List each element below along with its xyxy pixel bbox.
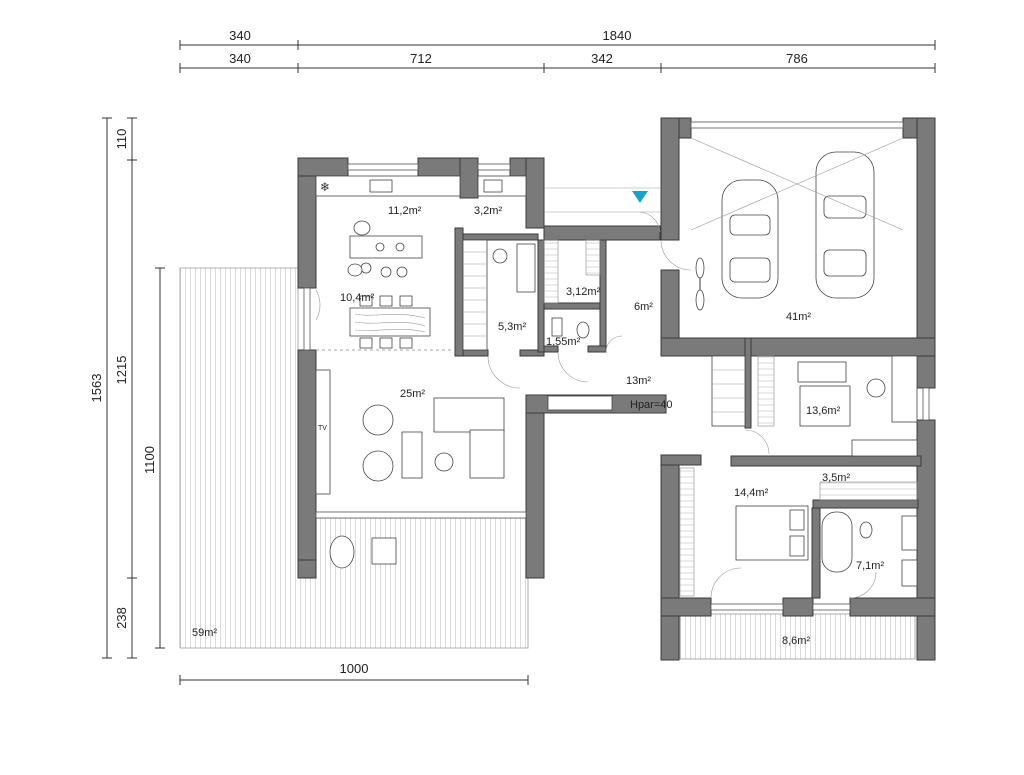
- dim-top-total-a: 340: [229, 28, 251, 43]
- room-pantry: 3,2m²: [474, 205, 502, 217]
- room-kitchen: 11,2m²: [388, 205, 422, 217]
- room-wc: 1,55m²: [546, 336, 581, 348]
- room-labels: 11,2m² 3,2m² 10,4m² 5,3m² 3,12m² 1,55m² …: [340, 205, 884, 572]
- room-bathroom: 7,1m²: [856, 560, 884, 572]
- dim-left-inner: 1100: [142, 446, 157, 474]
- room-study: 13,6m²: [806, 405, 841, 417]
- doors: [315, 211, 877, 599]
- dim-left-total: 1563: [89, 374, 104, 403]
- room-dining: 10,4m²: [340, 292, 375, 304]
- bed-icon: [735, 505, 809, 561]
- bathtub-icon: [821, 511, 853, 573]
- dim-bottom: 1000: [340, 661, 369, 676]
- windows: [303, 121, 930, 611]
- room-dressing: 3,5m²: [822, 472, 850, 484]
- room-living: 25m²: [400, 388, 425, 400]
- balcony-area-label: 8,6m²: [782, 635, 810, 647]
- room-hpar: Hpar=40: [630, 399, 673, 411]
- entry-arrow-icon: [632, 191, 648, 203]
- bicycle-icon: [695, 257, 705, 311]
- dim-left-3: 238: [114, 607, 129, 629]
- room-corridor: 13m²: [626, 375, 651, 387]
- room-garage: 41m²: [786, 311, 811, 323]
- walls: [297, 117, 936, 661]
- dimension-lines: 340 1840 340 712 342 786 1563 110 1215 2…: [89, 28, 936, 685]
- terrace-area-label: 59m²: [192, 627, 217, 639]
- dim-top-2: 712: [410, 51, 432, 66]
- balcony: 8,6m²: [679, 613, 916, 660]
- dim-top-3: 342: [591, 51, 613, 66]
- dim-left-1: 110: [114, 129, 129, 150]
- room-hall-entry: 6m²: [634, 301, 653, 313]
- dim-top-4: 786: [786, 51, 808, 66]
- room-wardrobe: 3,12m²: [566, 286, 601, 298]
- dim-left-2: 1215: [114, 356, 129, 385]
- dim-top-1: 340: [229, 51, 251, 66]
- dim-top-total-b: 1840: [603, 28, 632, 43]
- fixtures: ❄: [315, 137, 918, 597]
- toilet-icon: [576, 321, 590, 339]
- car-icon: [721, 151, 875, 299]
- room-bedroom: 14,4m²: [734, 487, 769, 499]
- snowflake-icon: ❄: [320, 180, 330, 194]
- tv-label: TV: [318, 425, 327, 432]
- room-bath-small: 5,3m²: [498, 321, 526, 333]
